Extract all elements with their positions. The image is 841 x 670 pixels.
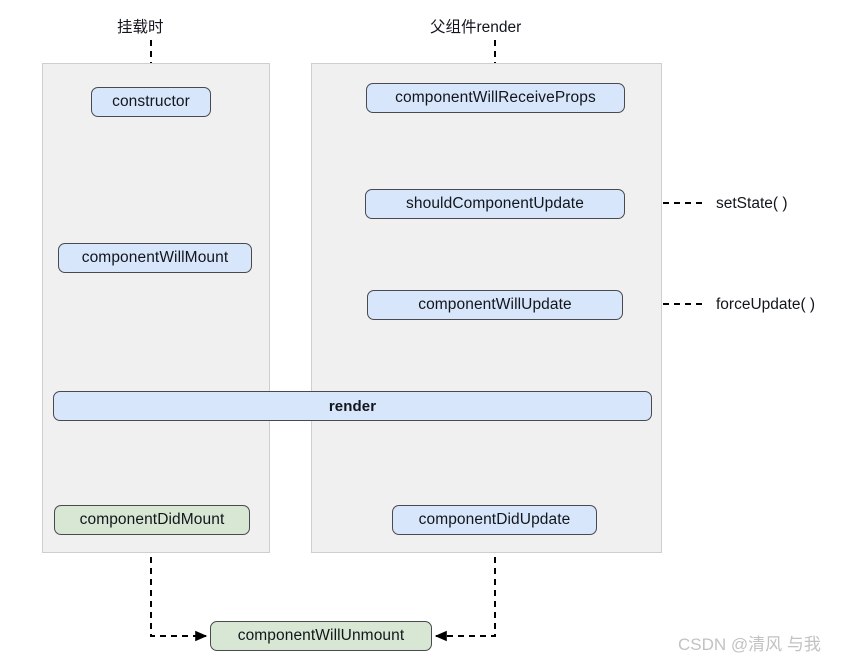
node-component-will-update[interactable]: componentWillUpdate: [367, 290, 623, 320]
node-should-component-update[interactable]: shouldComponentUpdate: [365, 189, 625, 219]
mount-phase-panel: [42, 63, 270, 553]
csdn-watermark: CSDN @清风 与我: [678, 635, 821, 654]
trigger-label-force-update: forceUpdate( ): [716, 296, 816, 313]
node-component-will-unmount[interactable]: componentWillUnmount: [210, 621, 432, 651]
node-component-did-update[interactable]: componentDidUpdate: [392, 505, 597, 535]
node-render[interactable]: render: [53, 391, 652, 421]
trigger-label-set-state: setState( ): [716, 195, 788, 212]
node-component-will-mount[interactable]: componentWillMount: [58, 243, 252, 273]
node-component-will-receive-props[interactable]: componentWillReceiveProps: [366, 83, 625, 113]
node-component-did-mount[interactable]: componentDidMount: [54, 505, 250, 535]
update-phase-caption: 父组件render: [430, 19, 522, 36]
mount-phase-caption: 挂载时: [117, 19, 164, 36]
node-constructor[interactable]: constructor: [91, 87, 211, 117]
